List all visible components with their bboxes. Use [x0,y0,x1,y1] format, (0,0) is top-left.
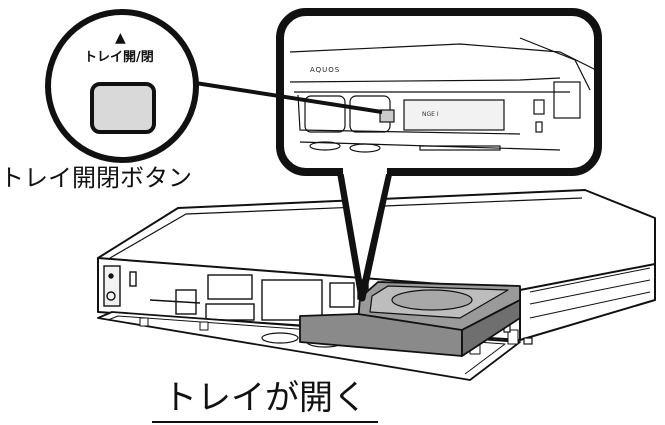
zoom-content [289,37,597,153]
eject-button [90,82,156,134]
leader-line [175,78,383,114]
panel-display-text: NGE I [422,111,439,118]
button-caption: トレイ開/閉 [84,50,154,65]
button-name-label: トレイ開閉ボタン [0,164,192,192]
disc-tray [299,281,521,357]
eject-icon: ▲ [115,30,126,46]
button-magnifier [45,9,199,163]
front-panel-details [103,265,369,321]
brand-logo: AQUOS [310,66,341,74]
result-label: トレイが開く [150,370,380,423]
